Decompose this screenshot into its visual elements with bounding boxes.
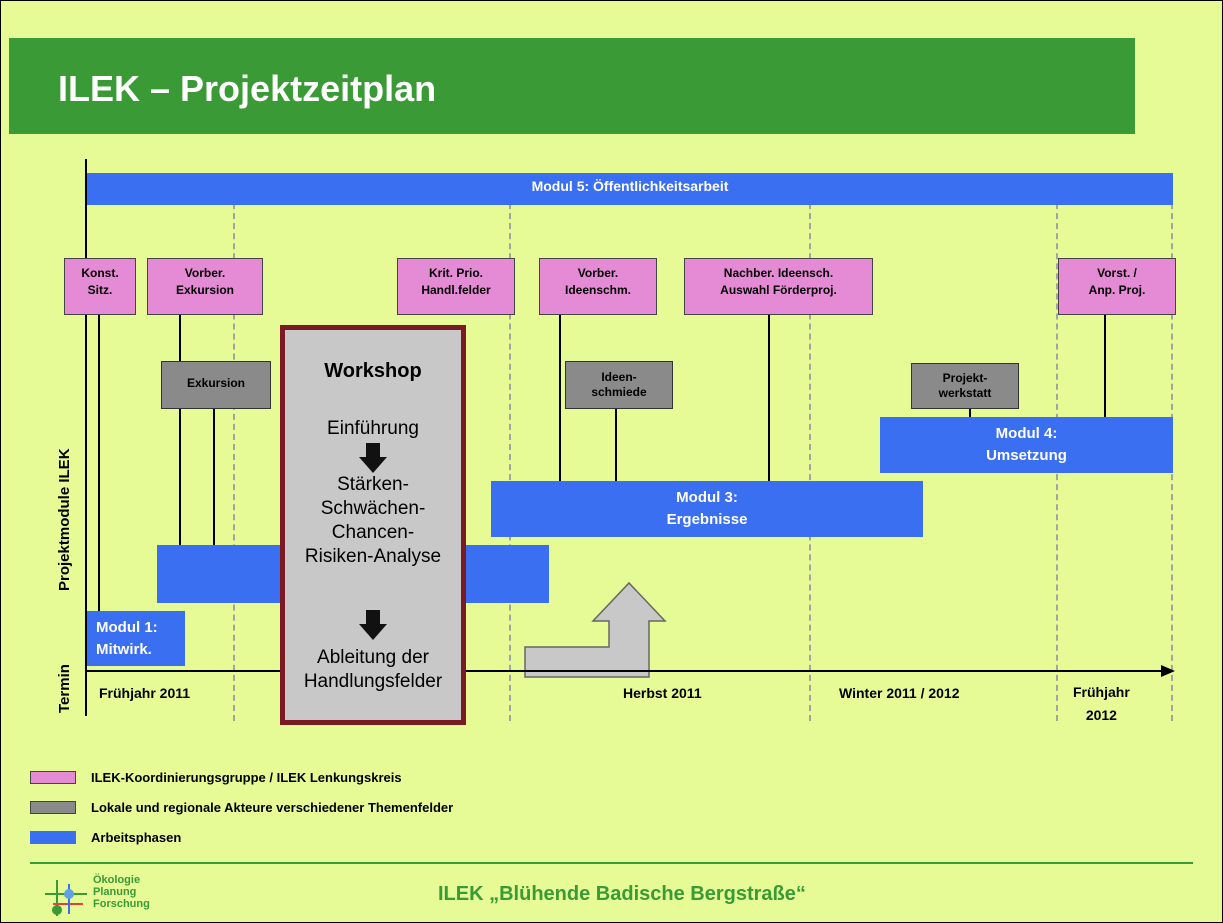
legend-label: ILEK-Koordinierungsgruppe / ILEK Lenkung… <box>91 770 402 785</box>
modul5-label: Modul 5: Öffentlichkeitsarbeit <box>531 178 729 194</box>
modul4-label-line: Umsetzung <box>986 447 1067 464</box>
footer-title: ILEK „Blühende Badische Bergstraße“ <box>438 883 806 905</box>
timeline-label-fruehjahr-2011: Frühjahr 2011 <box>99 685 191 701</box>
footer-divider <box>30 862 1193 864</box>
workshop-step-einfuehrung: Einführung <box>327 418 419 439</box>
connector-line <box>969 409 971 417</box>
box-line: Vorber. <box>184 266 226 280</box>
box-line: Exkursion <box>186 376 246 390</box>
timeline-label-herbst-2011: Herbst 2011 <box>623 685 702 701</box>
legend-swatch-pink <box>30 771 76 784</box>
logo-text-oekologie: Ökologie <box>93 874 141 886</box>
analyse-line: Stärken- <box>337 474 409 495</box>
box-line: werkstatt <box>938 386 992 400</box>
modul4-bar: Modul 4: Umsetzung <box>880 417 1173 473</box>
box-line: Exkursion <box>175 283 235 297</box>
transition-arrow-icon <box>524 581 667 678</box>
koordinierung-box-vorber-ideenschm: Vorber. Ideenschm. <box>539 258 657 315</box>
legend-label: Arbeitsphasen <box>91 830 182 845</box>
connector-line <box>559 315 561 481</box>
connector-line <box>1104 315 1106 417</box>
ableitung-line: Ableitung der <box>317 647 429 668</box>
legend-swatch-gray <box>30 801 76 814</box>
y-axis-line <box>85 159 87 716</box>
box-line: Vorst. / <box>1097 266 1137 280</box>
timeline-label-winter: Winter 2011 / 2012 <box>839 685 960 701</box>
modul1-label-line: Mitwirk. <box>96 641 152 658</box>
timeline-last-line: Frühjahr <box>1073 684 1130 700</box>
title-bar <box>9 38 1135 134</box>
koordinierung-box-vorber-exkursion: Vorber. Exkursion <box>147 258 263 315</box>
connector-line <box>179 315 181 545</box>
modul3-label-line: Ergebnisse <box>666 511 748 528</box>
logo-icon <box>45 880 87 916</box>
analyse-line: Chancen- <box>331 522 415 543</box>
modul3-bar: Modul 3: Ergebnisse <box>491 481 923 537</box>
workshop-step-analyse: Stärken- Schwächen- Chancen- Risiken-Ana… <box>285 473 461 569</box>
y-axis-label: Projektmodule ILEK <box>56 448 73 591</box>
grid-line <box>809 173 811 721</box>
akteure-box-ideenschmiede: Ideen- schmiede <box>565 361 673 409</box>
box-line: Krit. Prio. <box>428 266 483 280</box>
connector-line <box>98 315 100 611</box>
ableitung-line: Handlungsfelder <box>303 671 443 692</box>
workshop-title: Workshop <box>324 360 422 382</box>
modul4-label-line: Modul 4: <box>995 425 1058 442</box>
grid-line <box>233 173 235 721</box>
analyse-line: Schwächen- <box>320 498 426 519</box>
timeline-label-fruehjahr-2012: Frühjahr 2012 <box>1073 681 1130 727</box>
arrow-down-icon <box>359 610 387 640</box>
arrow-down-icon <box>359 443 387 473</box>
akteure-box-exkursion: Exkursion <box>161 361 271 409</box>
legend-label: Lokale und regionale Akteure verschieden… <box>91 800 454 815</box>
workshop-step-ableitung: Ableitung der Handlungsfelder <box>285 646 461 694</box>
workshop-panel: Workshop Einführung Stärken- Schwächen- … <box>280 325 466 725</box>
modul1-label-line: Modul 1: <box>96 619 158 636</box>
box-line: Vorber. <box>577 266 619 280</box>
box-line: schmiede <box>591 385 647 399</box>
modul1-bar: Modul 1: Mitwirk. <box>87 611 185 666</box>
box-line: Konst. <box>81 266 119 280</box>
box-line: Ideen- <box>601 370 637 384</box>
box-line: Auswahl Förderproj. <box>720 283 837 297</box>
page-title: ILEK – Projektzeitplan <box>58 68 437 109</box>
connector-line <box>768 315 770 481</box>
box-line: Handl.felder <box>421 283 491 297</box>
modul5-bar: Modul 5: Öffentlichkeitsarbeit <box>87 173 1173 205</box>
logo-text-planung: Planung <box>93 886 137 898</box>
koordinierung-box-krit-prio: Krit. Prio. Handl.felder <box>397 258 515 315</box>
box-line: Anp. Proj. <box>1088 283 1146 297</box>
box-line: Sitz. <box>87 283 113 297</box>
connector-line <box>213 409 215 545</box>
koordinierung-box-nachber-ideensch: Nachber. Ideensch. Auswahl Förderproj. <box>684 258 873 315</box>
koordinierung-box-vorst-anp-proj: Vorst. / Anp. Proj. <box>1058 258 1176 315</box>
timeline-last-line: 2012 <box>1085 707 1117 723</box>
box-line: Projekt- <box>942 371 988 385</box>
modul3-label-line: Modul 3: <box>676 489 738 506</box>
logo-text-forschung: Forschung <box>93 898 150 910</box>
timeline-axis <box>85 665 1175 677</box>
analyse-line: Risiken-Analyse <box>304 546 442 567</box>
connector-line <box>615 409 617 481</box>
akteure-box-projektwerkstatt: Projekt- werkstatt <box>911 363 1019 409</box>
termin-axis-label: Termin <box>56 664 73 713</box>
box-line: Ideenschm. <box>564 283 632 297</box>
box-line: Nachber. Ideensch. <box>723 266 834 280</box>
legend-swatch-blue <box>30 831 76 844</box>
koordinierung-box-konst-sitz: Konst. Sitz. <box>64 258 136 315</box>
grid-line <box>509 173 511 721</box>
